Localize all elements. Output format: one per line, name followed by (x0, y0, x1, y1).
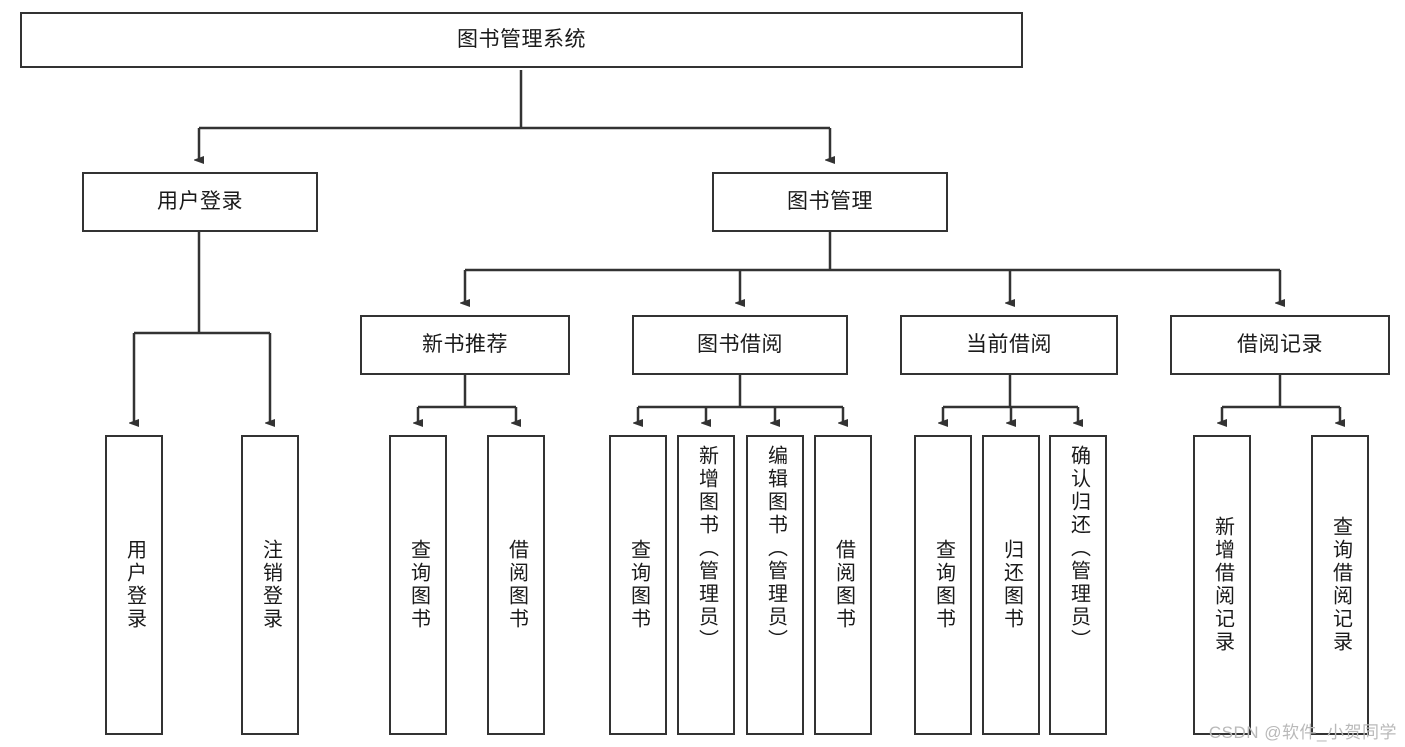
node-book-borrow[interactable]: 图书借阅 (632, 315, 848, 375)
node-leaf-cb-query-book[interactable]: 查询图书 (914, 435, 972, 735)
node-user-login[interactable]: 用户登录 (82, 172, 318, 232)
node-leaf-cb-confirm-return[interactable]: 确认归还（管理员） (1049, 435, 1107, 735)
node-leaf-bb-edit-book[interactable]: 编辑图书（管理员） (746, 435, 804, 735)
node-borrow-record[interactable]: 借阅记录 (1170, 315, 1390, 375)
node-leaf-nb-borrow-book-label: 借阅图书 (505, 539, 528, 631)
node-user-login-label: 用户登录 (157, 189, 243, 213)
node-leaf-bb-borrow-book[interactable]: 借阅图书 (814, 435, 872, 735)
node-leaf-bb-borrow-book-label: 借阅图书 (832, 539, 855, 631)
node-leaf-br-query-record[interactable]: 查询借阅记录 (1311, 435, 1369, 735)
node-book-borrow-label: 图书借阅 (697, 332, 783, 356)
node-leaf-bb-query-book-label: 查询图书 (627, 539, 650, 631)
node-leaf-nb-query-book[interactable]: 查询图书 (389, 435, 447, 735)
node-leaf-br-add-record-label: 新增借阅记录 (1211, 516, 1234, 654)
node-leaf-nb-query-book-label: 查询图书 (407, 539, 430, 631)
node-new-book-recommend-label: 新书推荐 (422, 332, 508, 356)
node-new-book-recommend[interactable]: 新书推荐 (360, 315, 570, 375)
node-leaf-bb-add-book[interactable]: 新增图书（管理员） (677, 435, 735, 735)
node-book-management[interactable]: 图书管理 (712, 172, 948, 232)
node-current-borrow-label: 当前借阅 (966, 332, 1052, 356)
node-book-management-label: 图书管理 (787, 189, 873, 213)
node-leaf-br-query-record-label: 查询借阅记录 (1329, 516, 1352, 654)
node-current-borrow[interactable]: 当前借阅 (900, 315, 1118, 375)
node-root-label: 图书管理系统 (457, 27, 586, 51)
node-leaf-bb-add-book-label: 新增图书（管理员） (695, 445, 718, 652)
node-leaf-bb-query-book[interactable]: 查询图书 (609, 435, 667, 735)
node-leaf-cb-query-book-label: 查询图书 (932, 539, 955, 631)
node-borrow-record-label: 借阅记录 (1237, 332, 1323, 356)
node-leaf-logout-label: 注销登录 (259, 539, 282, 631)
node-leaf-logout[interactable]: 注销登录 (241, 435, 299, 735)
node-leaf-br-add-record[interactable]: 新增借阅记录 (1193, 435, 1251, 735)
watermark-text: CSDN @软件_小贺同学 (1208, 723, 1397, 742)
node-leaf-user-login-label: 用户登录 (123, 539, 146, 631)
node-leaf-cb-return-book[interactable]: 归还图书 (982, 435, 1040, 735)
node-leaf-nb-borrow-book[interactable]: 借阅图书 (487, 435, 545, 735)
node-leaf-cb-confirm-return-label: 确认归还（管理员） (1067, 445, 1090, 652)
node-leaf-cb-return-book-label: 归还图书 (1000, 539, 1023, 631)
node-root[interactable]: 图书管理系统 (20, 12, 1023, 68)
node-leaf-user-login[interactable]: 用户登录 (105, 435, 163, 735)
node-leaf-bb-edit-book-label: 编辑图书（管理员） (764, 445, 787, 652)
